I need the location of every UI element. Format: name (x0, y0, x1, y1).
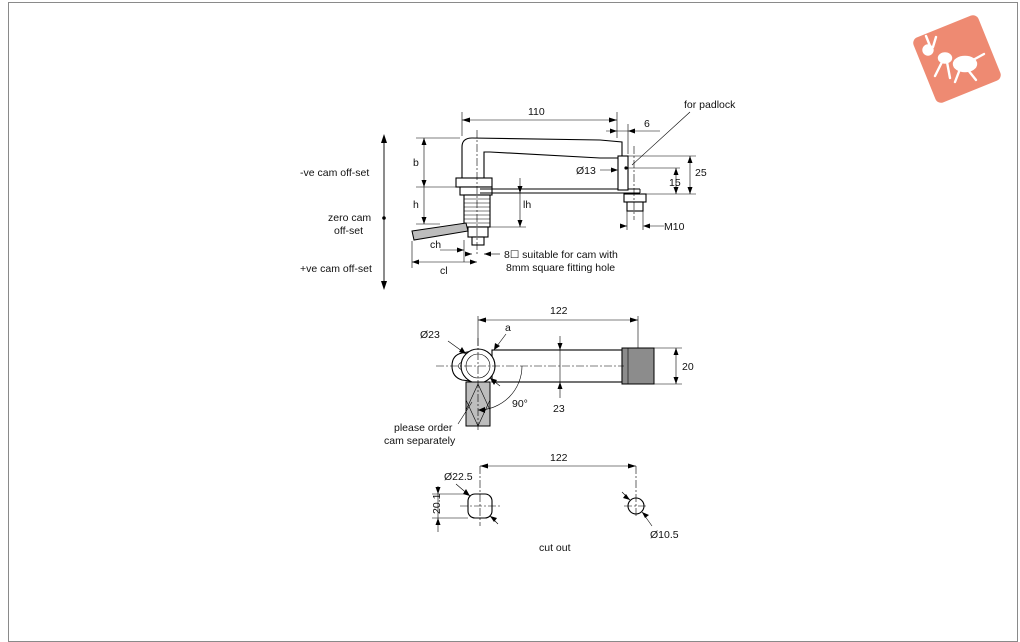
dimension-labels: -ve cam off-set zero cam off-set +ve cam… (300, 99, 736, 554)
zero-offset-label-2: off-set (334, 225, 363, 237)
zero-offset-label-1: zero cam (328, 212, 371, 224)
dim-h-label: h (413, 199, 419, 211)
dim-25-label: 25 (695, 167, 707, 179)
dim-ch-label: ch (430, 239, 441, 251)
dim-b-label: b (413, 157, 419, 169)
dim-m10-label: M10 (664, 221, 685, 233)
dim-a-label: a (505, 322, 511, 334)
order-note-line-1: please order (394, 422, 453, 434)
dim-d13-label: Ø13 (576, 165, 596, 177)
dim-20-label: 20 (682, 361, 694, 373)
dim-110-label: 110 (528, 106, 545, 118)
order-note-line-2: cam separately (384, 435, 456, 447)
dim-122-top-label: 122 (550, 305, 568, 317)
technical-drawing: -ve cam off-set zero cam off-set +ve cam… (300, 15, 1001, 554)
padlock-label: for padlock (684, 99, 736, 111)
pos-offset-label: +ve cam off-set (300, 263, 372, 275)
cam-note-line-1: 8☐ suitable for cam with (504, 249, 618, 261)
dim-lh-label: lh (523, 199, 531, 211)
neg-offset-label: -ve cam off-set (300, 167, 369, 179)
cutout-label: cut out (539, 542, 571, 554)
cut-out-view (432, 463, 653, 532)
dim-cl-label: cl (440, 265, 448, 277)
dim-15-label: 15 (669, 177, 681, 189)
dim-20-1-label: 20.1 (431, 493, 443, 514)
dim-d10-5-label: Ø10.5 (650, 529, 679, 541)
ant-logo-icon (913, 15, 1001, 103)
cam-note-line-2: 8mm square fitting hole (506, 262, 615, 274)
dim-23-label: 23 (553, 403, 565, 415)
drawing-frame (8, 2, 1018, 642)
dim-122-cutout-label: 122 (550, 452, 568, 464)
dim-6-label: 6 (644, 118, 650, 130)
dim-d23-label: Ø23 (420, 329, 440, 341)
side-view (381, 111, 696, 290)
dim-d22-5-label: Ø22.5 (444, 471, 473, 483)
top-view (436, 316, 682, 432)
dim-90-label: 90° (512, 398, 528, 410)
